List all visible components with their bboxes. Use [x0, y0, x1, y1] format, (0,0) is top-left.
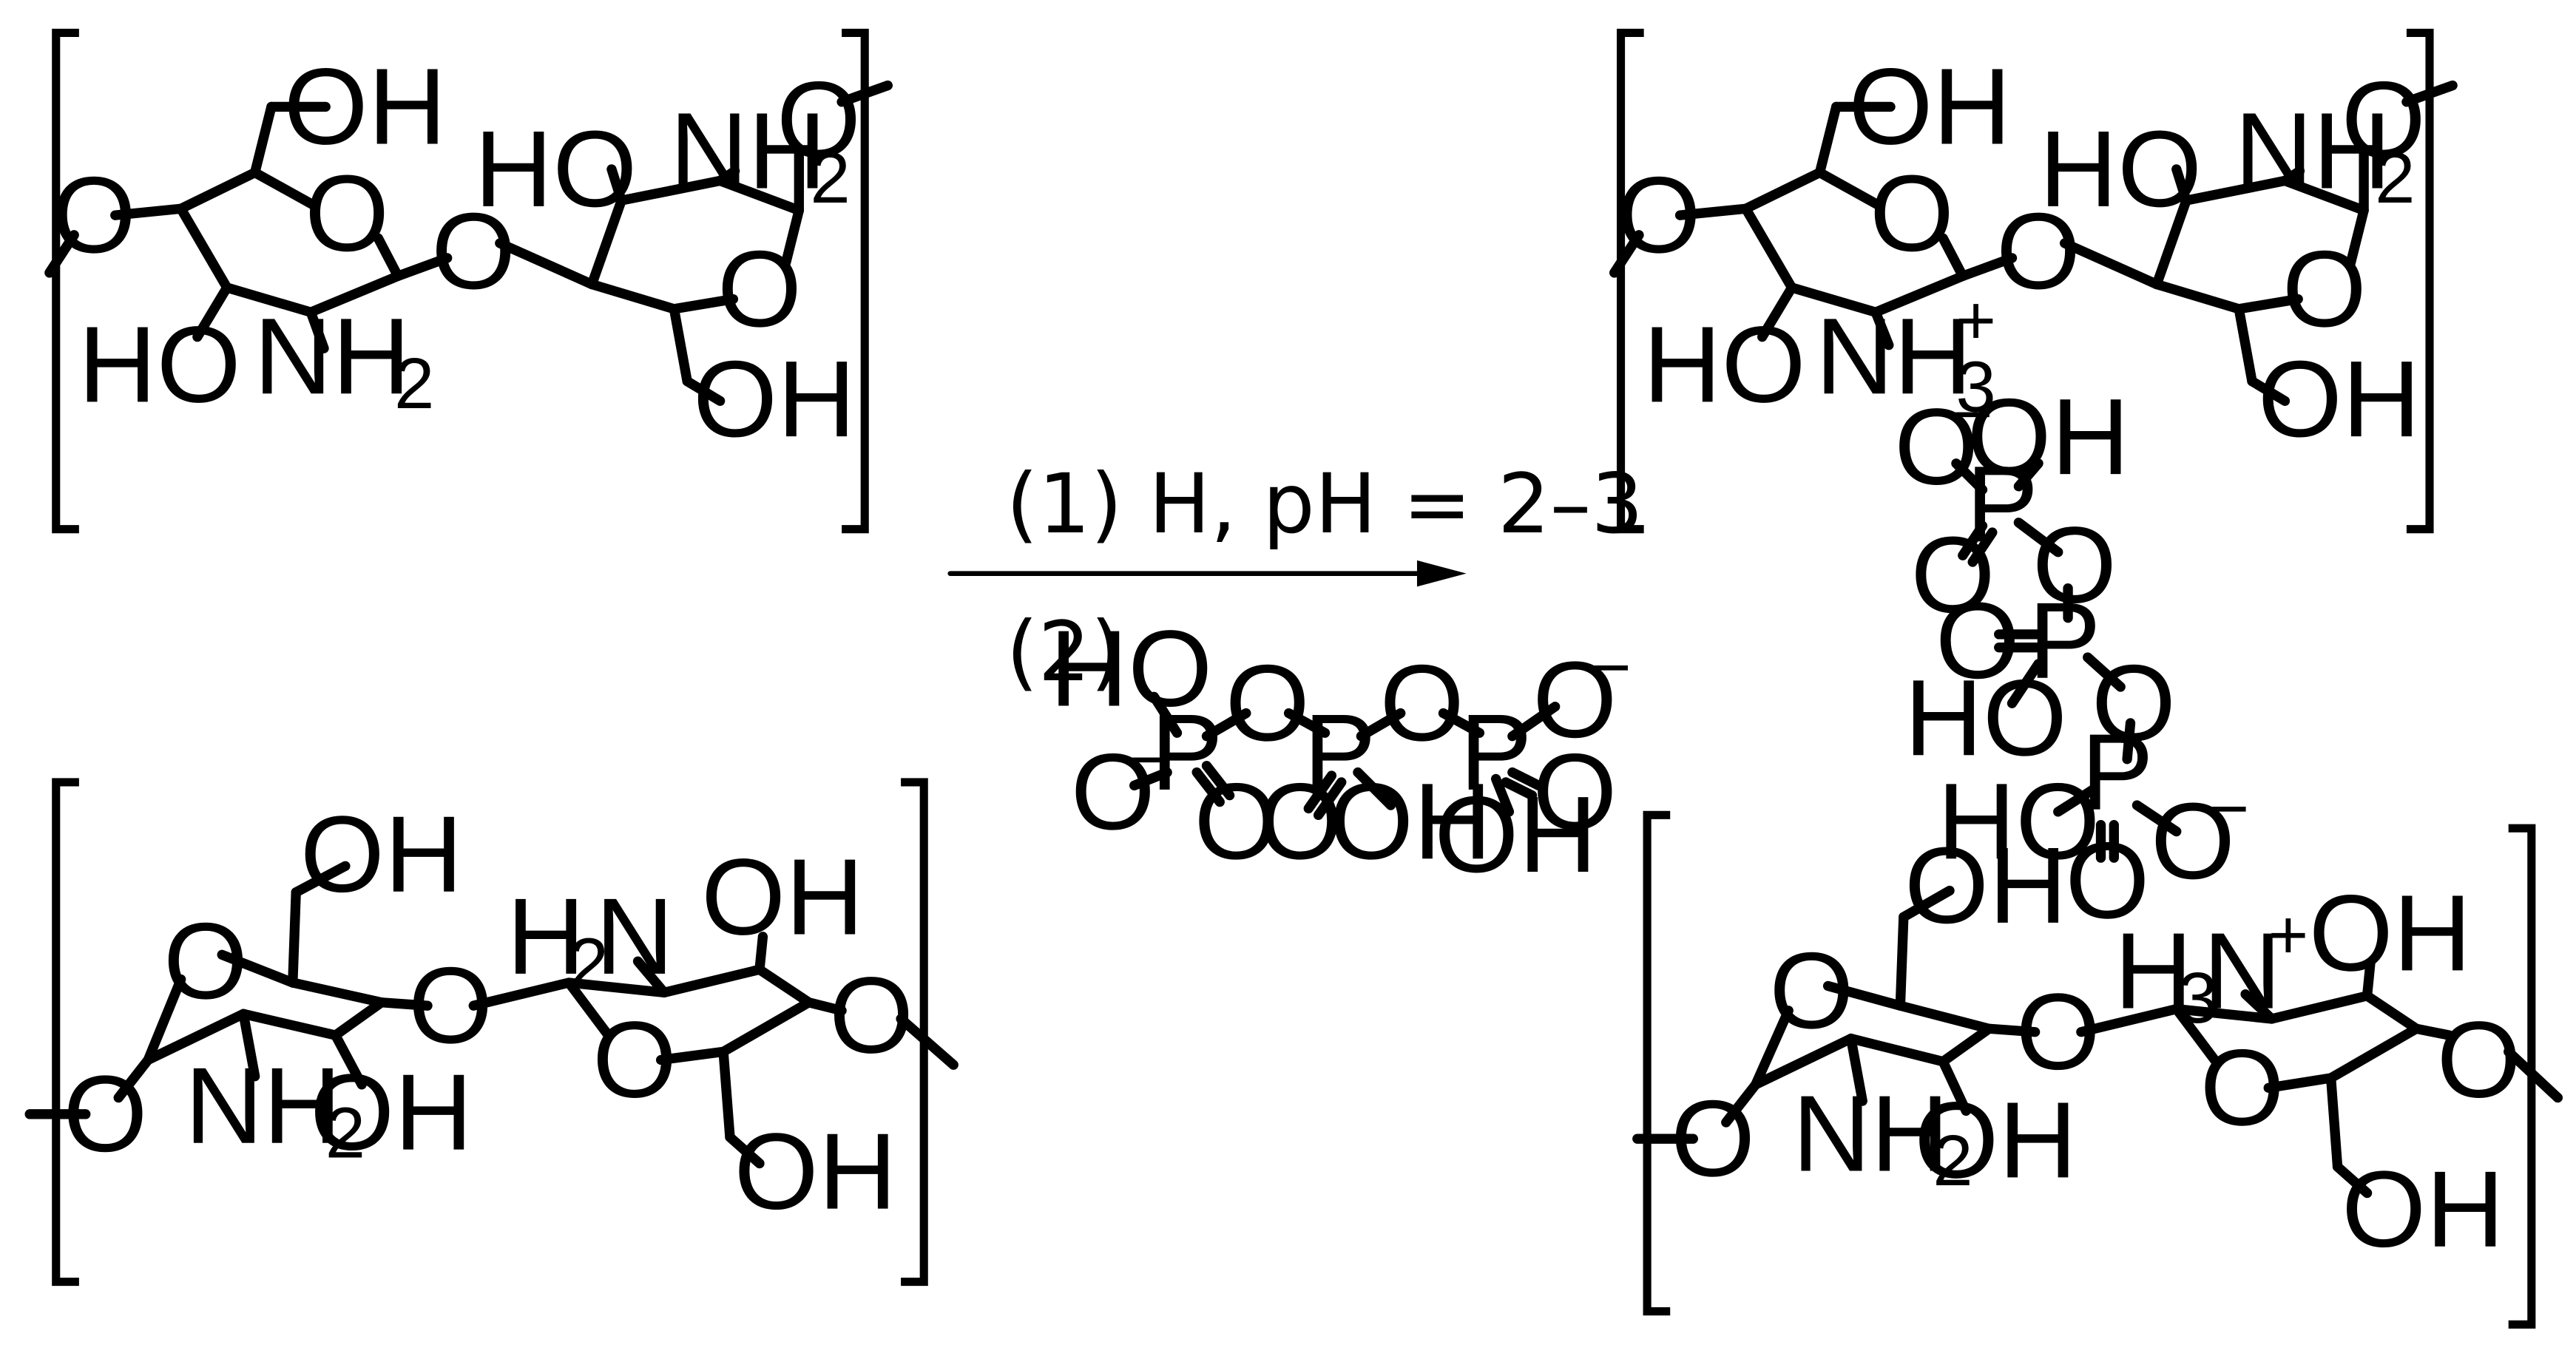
- chitosan-unit-bottom-right: [1632, 810, 2563, 1329]
- chitosan-unit-top-left: [44, 28, 893, 534]
- bracket-left: [1616, 28, 1644, 534]
- bracket-left: [52, 28, 79, 534]
- bracket-right: [901, 778, 928, 1287]
- bracket-right: [842, 28, 869, 534]
- tripolyphosphate-crosslink: [1894, 376, 2250, 942]
- chitosan-unit-top-right: [1609, 28, 2458, 534]
- condition-step-1: (1) H, pH = 2–3: [1006, 457, 1643, 552]
- chitosan-unit-bottom-left: [24, 778, 959, 1287]
- bracket-right: [2406, 28, 2434, 534]
- arrowhead: [1416, 560, 1467, 587]
- reaction-arrow: [947, 560, 1467, 587]
- bracket-left: [1643, 810, 1671, 1316]
- bracket-left: [52, 778, 79, 1287]
- tripolyphosphate-reagent: [1049, 608, 1632, 896]
